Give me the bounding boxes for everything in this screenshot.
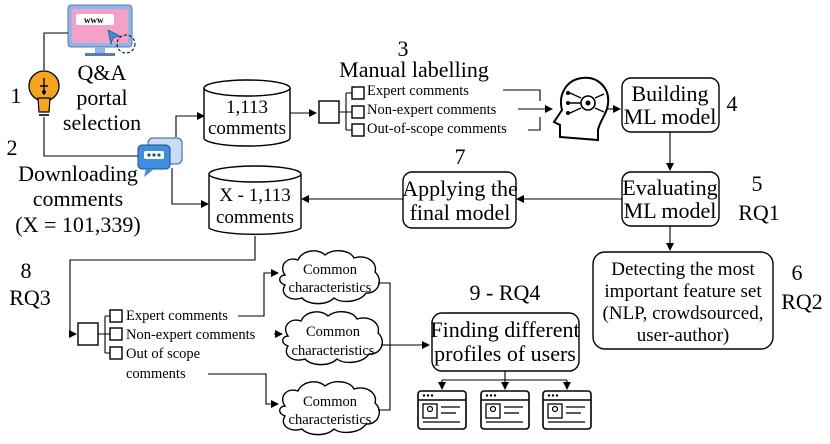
arrow-expert-to-cloud [238,269,279,317]
building-ml-model-box: Building ML model [621,77,720,133]
step-8-rq: RQ3 [9,285,51,310]
step-3-number: 3 [398,36,409,61]
db1-label: comments [208,118,286,139]
database-remaining-comments: X - 1,113 comments [208,165,302,236]
cloud-3-line2: characteristics [289,412,372,428]
step-1-line3: selection [63,110,141,135]
step-6-line3: (NLP, crowdsourced, [603,303,764,324]
profiles-branch [442,371,567,381]
step-6-line4: user-author) [637,325,729,346]
step-4-line1: Building [631,81,708,106]
user-profile-card-icon [542,390,592,430]
connector-web-bulb [43,32,68,70]
finding-profiles-box: Finding different profiles of users [430,312,580,372]
cloud-1-line1: Common [303,262,358,278]
step-2-line2: comments [33,186,123,211]
bottom-category-outofscope-line2: comments [126,366,186,382]
step-5-rq: RQ1 [738,200,780,225]
cloud-common-characteristics-2: Common characteristics [282,311,383,366]
step-4-number: 4 [727,91,738,116]
step-1-line2: portal [76,85,127,110]
cloud-2-line2: characteristics [292,343,375,359]
top-category-expert: Expert comments [367,83,469,99]
step-6-line2: important feature set [604,281,762,302]
step-4-line2: ML model [624,104,717,129]
lightbulb-icon [28,70,60,116]
bottom-category-expert: Expert comments [126,308,228,324]
step-7-number: 7 [455,144,466,169]
bracket-expert [503,89,541,101]
cloud-3-line1: Common [303,394,358,410]
cloud-common-characteristics-3: Common characteristics [279,381,380,436]
step-9-line1: Finding different [430,317,579,342]
cloud-common-characteristics-1: Common characteristics [279,250,380,305]
step-6-line1: Detecting the most [611,259,755,280]
step-6-number: 6 [792,260,803,285]
db2-label: comments [216,207,294,228]
detecting-feature-set-box: Detecting the most important feature set… [592,251,774,350]
cloud-2-line1: Common [306,324,361,340]
user-profile-card-icon [417,390,467,430]
step-7-line1: Applying the [402,176,518,201]
arrow-outofscope-to-cloud [208,373,279,408]
bracket-outofscope [528,117,541,131]
chat-bubbles-icon [137,137,183,177]
bottom-category-nonexpert: Non-expert comments [126,327,256,343]
step-2-line1: Downloading [18,161,138,186]
step-2-line3: (X = 101,339) [15,212,140,237]
svg-text:www: www [84,15,104,25]
step-9-label: 9 - RQ4 [470,280,541,305]
merge-cloud1 [378,282,391,411]
bottom-category-outofscope-line1: Out of scope [126,346,200,362]
arrow-chat-to-db2 [171,168,209,208]
step-3-label: Manual labelling [339,57,489,82]
database-1113-comments: 1,113 comments [203,79,291,147]
evaluating-ml-model-box: Evaluating ML model [621,171,720,227]
user-profile-card-icon [480,390,530,430]
hierarchy-icon-top [318,86,365,137]
arrow-chat-to-db1 [175,112,205,137]
step-5-line2: ML model [624,198,717,223]
step-5-number: 5 [752,171,763,196]
step-1-line1: Q&A [78,60,127,85]
cloud-1-line2: characteristics [289,280,372,296]
applying-final-model-box: Applying the final model [402,171,518,229]
db1-count: 1,113 [226,97,268,118]
top-category-outofscope: Out-of-scope comments [367,121,507,137]
step-1-number: 1 [11,83,22,108]
connector-bulb-chat [43,117,138,157]
step-2-number: 2 [7,135,18,160]
step-6-rq: RQ2 [781,289,823,314]
step-9-line2: profiles of users [434,341,576,366]
step-5-line1: Evaluating [622,175,717,200]
hierarchy-icon-bottom [77,309,123,360]
db2-count: X - 1,113 [219,185,291,206]
step-7-line2: final model [410,200,511,225]
ai-head-icon [552,76,610,142]
web-portal-icon: www [67,4,136,56]
step-8-number: 8 [21,258,32,283]
arrow-db2-to-categorization [69,236,256,338]
top-category-nonexpert: Non-expert comments [367,102,497,118]
